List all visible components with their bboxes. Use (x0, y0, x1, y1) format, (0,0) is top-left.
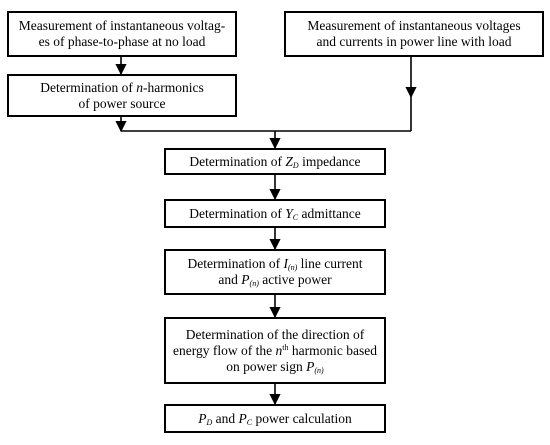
box6-p-sub: (n) (249, 279, 259, 288)
box-power-calculation: PD and PC power calculation (164, 404, 386, 433)
box-line-current: Determination of I(n) line current and P… (164, 249, 386, 295)
box7-line1: Determination of the direction of (185, 326, 365, 342)
box5-pre: Determination of (189, 205, 286, 221)
box3-pre: Determination of (40, 79, 137, 95)
box-impedance: Determination of ZD impedance (164, 148, 386, 175)
box3-post: -harmonics (143, 79, 204, 95)
box8-pc-sub: C (246, 417, 253, 427)
box6-post: line current (297, 256, 363, 271)
box8-pc: P (238, 410, 247, 426)
box6-i-sub: (n) (287, 263, 298, 272)
box1-line1: Measurement of instantaneous voltag- (18, 18, 226, 33)
box5-post: admittance (298, 205, 361, 221)
box3-n: n (136, 79, 143, 95)
box-energy-flow-direction: Determination of the direction of energy… (164, 317, 386, 384)
box2-line1: Measurement of instantaneous voltages (307, 18, 521, 33)
box7-p: P (306, 358, 315, 374)
box7-l2-pre: energy flow of the (173, 342, 276, 358)
box4-z-sub: D (292, 160, 299, 170)
box7-p-sub: (n) (314, 365, 324, 375)
box2-line2: and currents in power line with load (316, 34, 512, 49)
box8-pd: P (198, 410, 207, 426)
box6-i: I (283, 256, 288, 271)
box5-y-sub: C (292, 212, 299, 222)
box3-line2: of power source (78, 95, 166, 111)
box4-pre: Determination of (189, 153, 286, 169)
box-admittance: Determination of YC admittance (164, 199, 386, 228)
box6-pre: Determination of (187, 256, 284, 271)
box-harmonics: Determination of n-harmonics of power so… (7, 74, 237, 117)
box7-n: n (275, 342, 283, 358)
box5-y: Y (285, 205, 293, 221)
box7-n-sup: th (282, 342, 289, 352)
box6-l2-post: active power (258, 272, 332, 287)
box4-z: Z (285, 153, 293, 169)
box4-post: impedance (298, 153, 361, 169)
box8-post: power calculation (252, 410, 352, 426)
box6-and: and (218, 272, 242, 287)
box8-and: and (212, 410, 239, 426)
box1-line2: es of phase-to-phase at no load (38, 34, 206, 49)
box-measurement-with-load: Measurement of instantaneous voltages an… (284, 11, 544, 57)
box7-l2-post: harmonic based (288, 342, 377, 358)
box-measurement-no-load: Measurement of instantaneous voltag- es … (7, 11, 237, 57)
box6-p: P (241, 272, 250, 287)
box7-l3-pre: on power sign (226, 358, 307, 374)
box8-pd-sub: D (206, 417, 213, 427)
